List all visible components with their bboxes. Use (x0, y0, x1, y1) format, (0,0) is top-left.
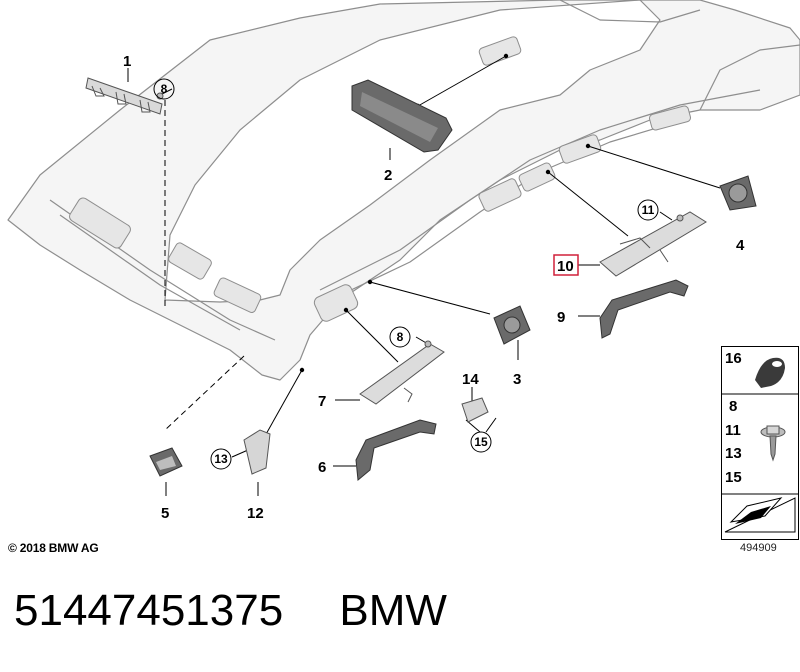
callout-3: 3 (513, 371, 521, 388)
callout-7: 7 (318, 393, 326, 410)
callout-12: 12 (247, 505, 264, 522)
part-5-clip (149, 447, 183, 477)
callout-8-top: 8 (161, 82, 168, 96)
callout-13: 13 (214, 452, 228, 466)
callout-1: 1 (123, 53, 131, 70)
part-12-cover (243, 429, 271, 475)
callout-4: 4 (736, 237, 745, 254)
brand-name: BMW (339, 586, 447, 635)
callout-8-mid: 8 (397, 330, 404, 344)
arrow-symbol-icon (724, 497, 796, 533)
part-4-round-cover (719, 175, 757, 211)
callout-9: 9 (557, 309, 565, 326)
part-9-grab-handle (599, 279, 689, 339)
circled-callout-texts: 8 8 11 13 15 (161, 82, 655, 466)
legend-frame (721, 346, 799, 540)
part-6-grab-handle (355, 419, 437, 481)
callout-10: 10 (557, 258, 574, 275)
highlight-box-10 (553, 254, 579, 276)
part-7-bracket (359, 343, 445, 405)
callout-14: 14 (462, 371, 479, 388)
legend-number-8: 8 (729, 398, 738, 415)
diagram-id: 494909 (740, 542, 777, 554)
legend-number-11: 11 (725, 422, 741, 439)
screw-icon (760, 425, 786, 462)
headliner (7, 0, 800, 381)
legend-panel: 16 8 11 13 15 (721, 346, 799, 540)
callout-11: 11 (642, 203, 655, 217)
part-caption: 51447451375 BMW (14, 586, 447, 636)
part-14-clip (461, 397, 489, 423)
parts-diagram: 1 2 3 4 5 6 7 9 12 14 8 8 11 13 15 10 (7, 0, 800, 522)
legend-number-15: 15 (725, 469, 742, 486)
leader-lines (127, 55, 721, 496)
headliner-details (69, 36, 691, 322)
callout-5: 5 (161, 505, 169, 522)
callout-2: 2 (384, 167, 392, 184)
part-10-bracket (599, 211, 707, 277)
part-number: 51447451375 (14, 586, 284, 635)
legend-number-13: 13 (725, 445, 742, 462)
callouts: 1 2 3 4 5 6 7 9 12 14 (123, 53, 745, 522)
part-1-bracket (85, 77, 163, 115)
copyright-text: © 2018 BMW AG (8, 541, 99, 555)
part-3-round-cover (493, 305, 531, 345)
legend-number-16: 16 (725, 350, 742, 367)
callout-6: 6 (318, 459, 326, 476)
callout-15: 15 (474, 435, 488, 449)
part-2-speaker-grille (351, 79, 453, 153)
circled-callouts (153, 78, 659, 470)
